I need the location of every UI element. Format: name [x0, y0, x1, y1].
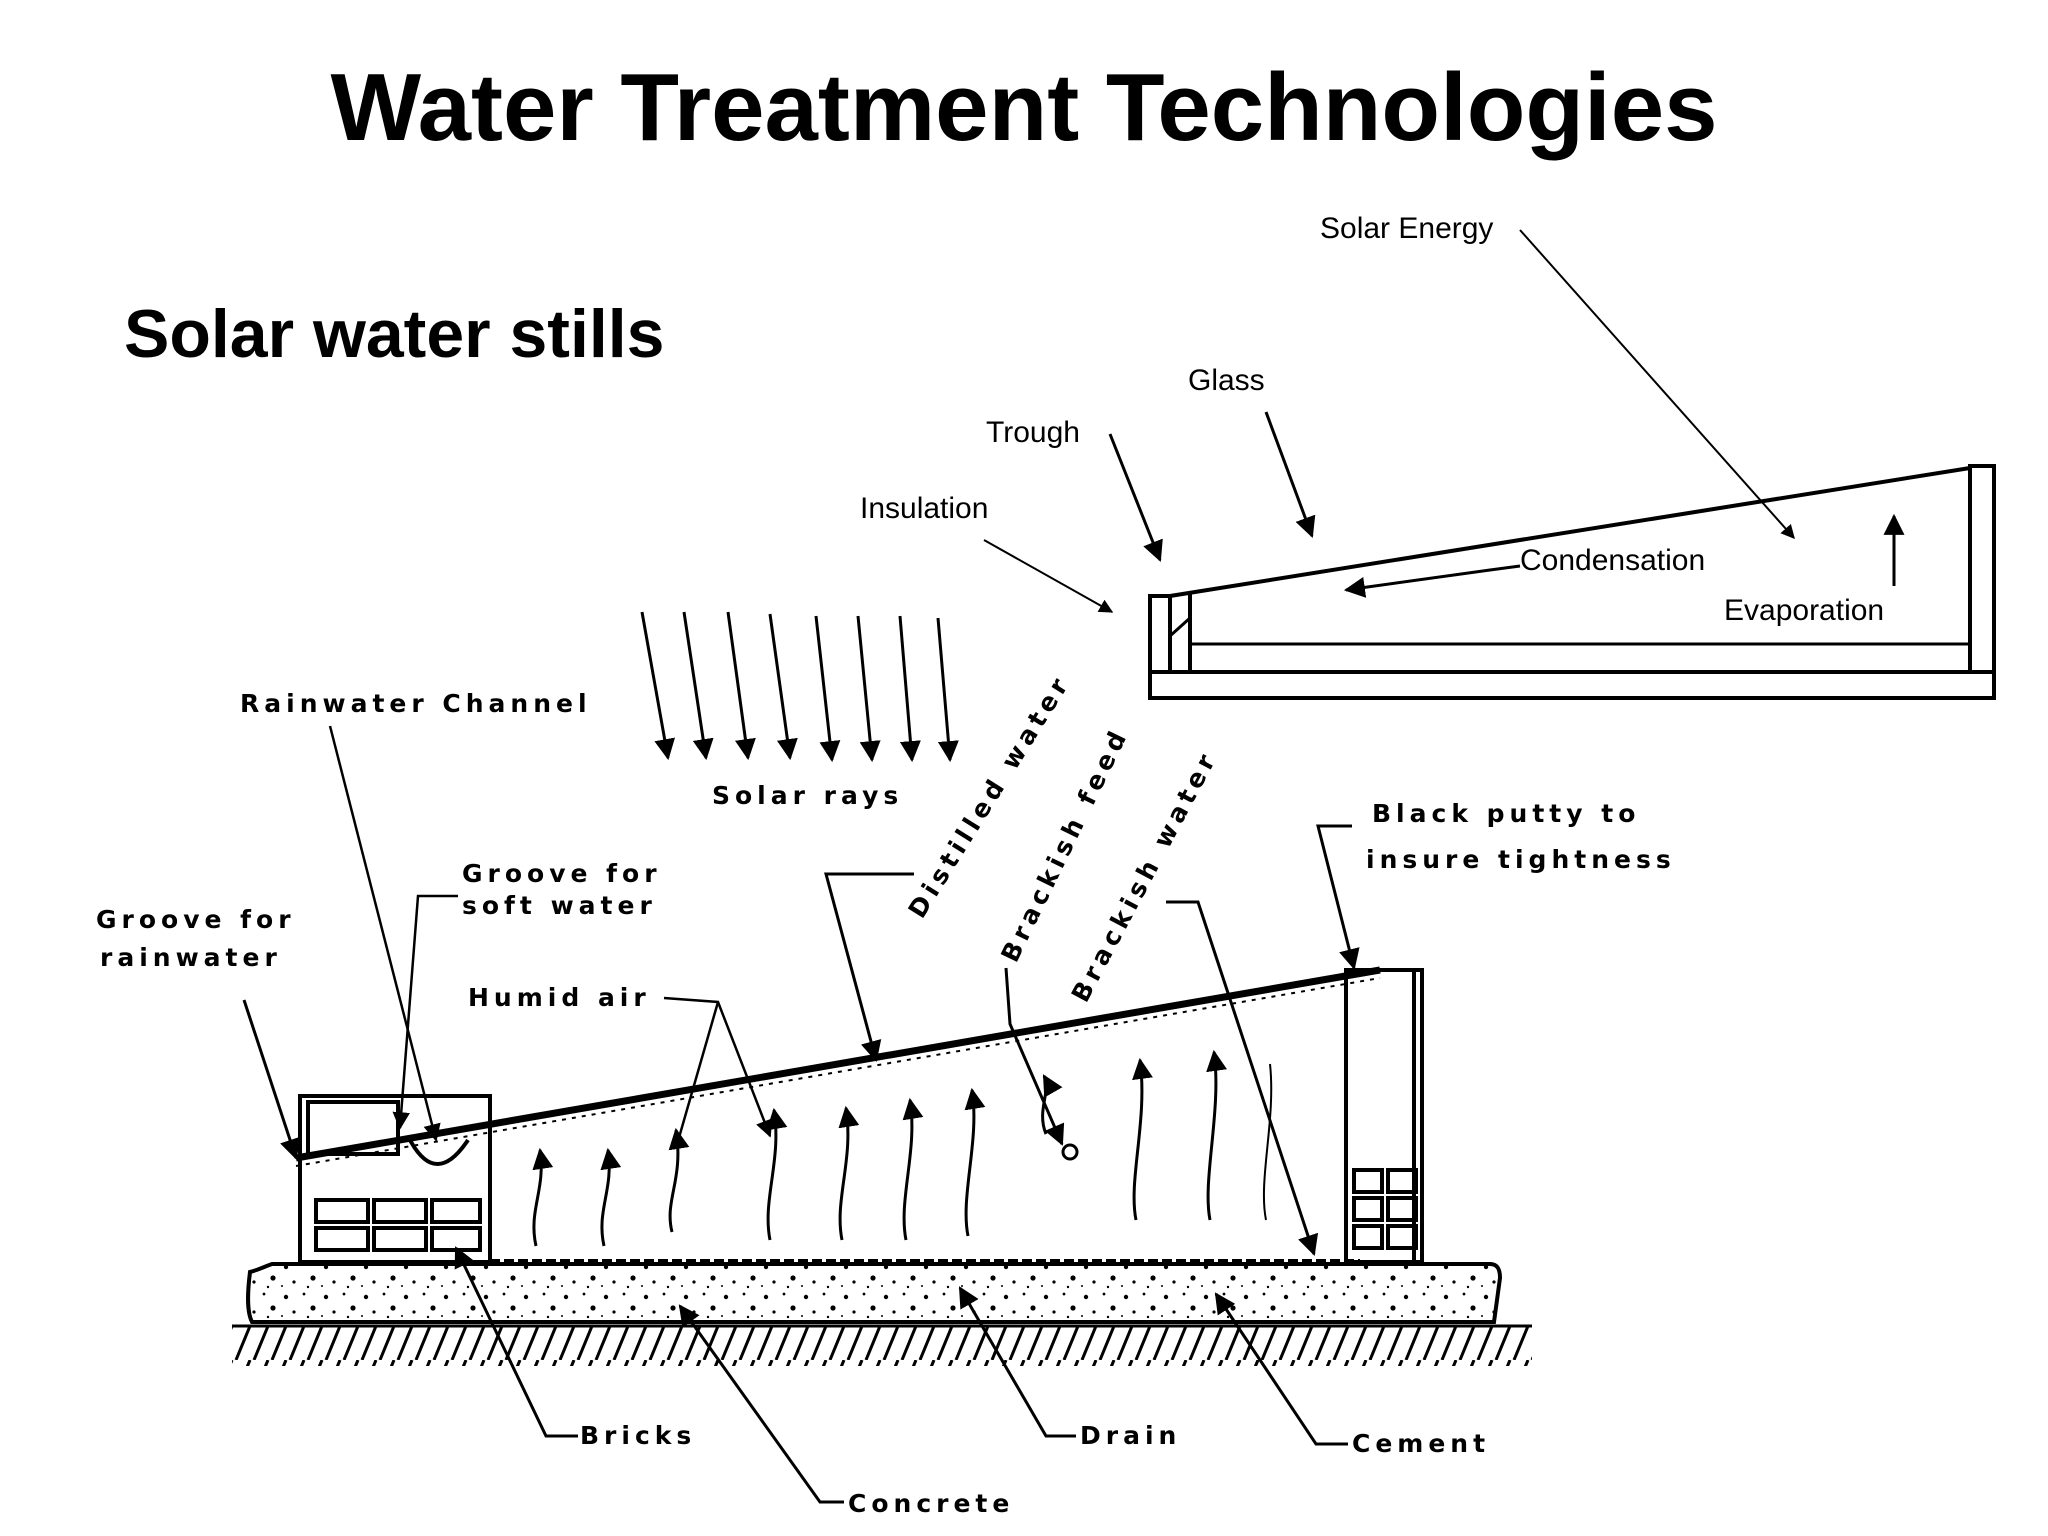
label-groove-rain-1: Groove for: [96, 905, 296, 934]
concrete-slab: [246, 1262, 1503, 1324]
sloping-glass-cover: [295, 966, 1381, 1162]
brackish-feed-arrow: [1004, 967, 1065, 1146]
label-humid-air: Humid air: [468, 983, 651, 1012]
label-rainwater-channel: Rainwater Channel: [240, 689, 592, 718]
humid-air-arrows: [532, 1049, 1273, 1247]
label-condensation: Condensation: [1520, 544, 1705, 577]
solar-rays: [640, 611, 959, 763]
glass-arrow: [1264, 411, 1316, 538]
bricks-arrow: [454, 1246, 578, 1438]
still-basin: [1148, 464, 1996, 700]
ground-hatch: [232, 1326, 1532, 1366]
label-groove-soft-2: soft water: [462, 891, 657, 920]
right-brick-block: [1344, 968, 1424, 1264]
top-still-diagram: Solar Energy Glass Trough Insulation Con…: [860, 212, 1996, 700]
bottom-still-diagram: Rainwater Channel Solar rays Distilled w…: [96, 611, 1676, 1518]
slide-subtitle: Solar water stills: [124, 296, 665, 372]
label-glass: Glass: [1188, 364, 1265, 397]
label-black-putty-2: insure tightness: [1366, 845, 1676, 874]
label-trough: Trough: [986, 416, 1080, 449]
glass-cover: [1169, 466, 1971, 598]
label-solar-rays: Solar rays: [712, 781, 903, 810]
groove-soft-arrow: [392, 894, 458, 1130]
black-putty-arrow: [1316, 824, 1360, 971]
label-insulation: Insulation: [860, 492, 988, 525]
drain-arrow: [958, 1286, 1076, 1438]
label-cement: Cement: [1352, 1429, 1490, 1458]
trough-arrow: [1108, 433, 1163, 562]
slide-title: Water Treatment Technologies: [330, 54, 1718, 161]
label-concrete: Concrete: [848, 1489, 1014, 1518]
humid-air-leader-2: [674, 1001, 720, 1149]
solar-energy-arrow: [1519, 229, 1795, 540]
distilled-water-arrow: [824, 872, 914, 1063]
insulation-arrow: [983, 539, 1114, 613]
label-solar-energy: Solar Energy: [1320, 212, 1493, 245]
left-brick-block: [298, 1094, 492, 1264]
groove-rain-arrow: [242, 999, 301, 1160]
cement-arrow: [1214, 1292, 1348, 1446]
label-black-putty-1: Black putty to: [1372, 799, 1640, 828]
top-leader-lines: [983, 229, 1905, 613]
rainwater-channel-arrow: [328, 725, 441, 1142]
brackish-feed-inlet: [1061, 1143, 1079, 1161]
label-groove-soft-1: Groove for: [462, 859, 662, 888]
label-evaporation: Evaporation: [1724, 594, 1884, 627]
label-drain: Drain: [1080, 1421, 1181, 1450]
condensation-arrow: [1343, 564, 1521, 598]
humid-air-leader: [663, 996, 773, 1138]
concrete-arrow: [678, 1304, 844, 1504]
bottom-leader-lines: [242, 725, 1360, 1504]
label-groove-rain-2: rainwater: [100, 943, 282, 972]
brackish-water-arrow: [1166, 900, 1319, 1256]
label-bricks: Bricks: [580, 1421, 696, 1450]
